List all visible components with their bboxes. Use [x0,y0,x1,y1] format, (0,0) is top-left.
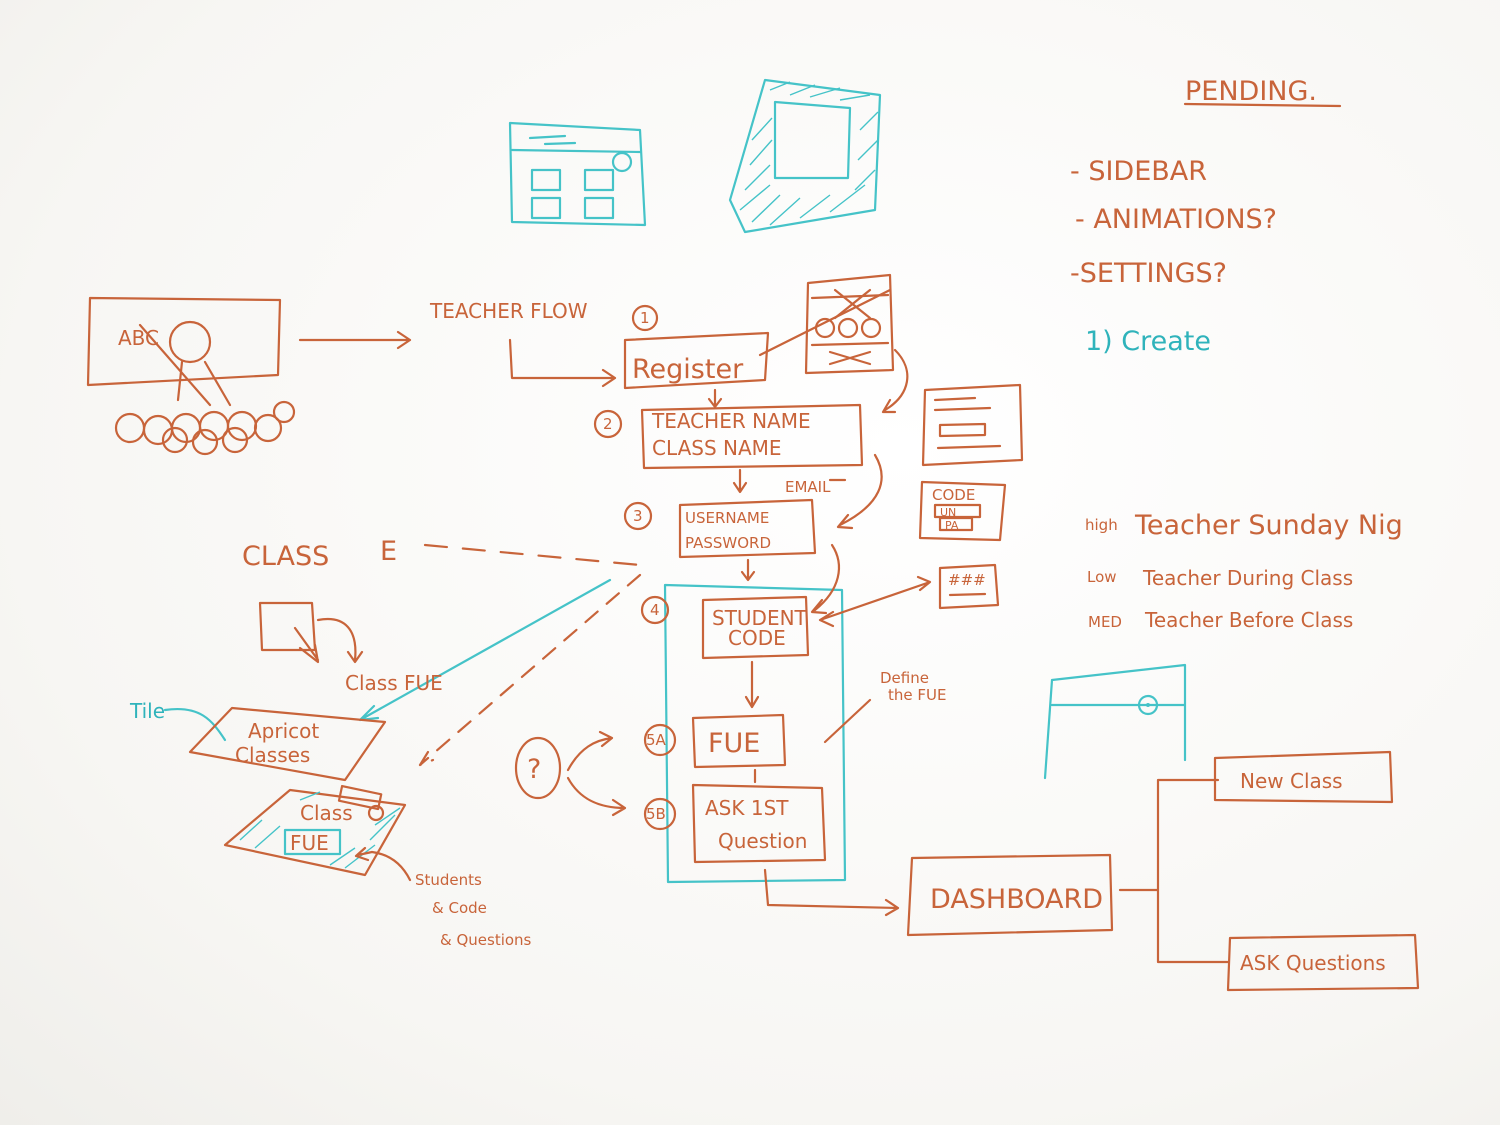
class-card-line1: Class [300,801,353,825]
apricot-tile: Tile Apricot Classes [129,699,387,782]
dashboard-node: DASHBOARD [906,778,1230,964]
step-4-line1: STUDENT [712,606,808,630]
define-note-line1: Define [880,669,929,687]
priority-0-text: Teacher Sunday Nig [1134,510,1403,541]
step-2-line1: TEACHER NAME [651,409,811,433]
classroom-sketch: ABC [86,296,412,456]
wireframe-grid-sketch [508,121,647,227]
step-4-line2: CODE [728,626,786,650]
code-pa: PA [945,519,959,532]
teal-dashboard-sketch [1043,663,1187,780]
step-5b-num: 5B [646,805,666,823]
phone-sketch [758,273,909,414]
teacher-flow-label: TEACHER FLOW [429,299,588,323]
hash-label: ### [948,571,986,589]
priority-1-level: Low [1087,568,1117,586]
step-register: 1 Register [623,304,770,409]
step-username-password: 3 EMAIL USERNAME PASSWORD [623,478,847,582]
students-note-line1: Students [415,871,482,889]
define-note-line2: the FUE [888,686,946,704]
branch-new-class: New Class [1213,750,1394,804]
branch-ask-questions-label: ASK Questions [1240,951,1386,975]
priority-2-level: MED [1088,613,1122,631]
class-card-sketch: Class FUE Students & Code & Questions [223,784,532,949]
document-sketch [836,383,1024,530]
branch-new-class-label: New Class [1240,769,1343,793]
step-1-label: Register [632,354,744,385]
step-5b-line1: ASK 1ST [705,796,789,820]
dashed-arrow-class-card [418,573,642,767]
wireframe-modal-sketch [728,78,882,234]
tile-note: Tile [129,699,165,723]
apricot-line1: Apricot [248,719,319,743]
pending-item-settings: -SETTINGS? [1070,258,1227,289]
step-5a-label: FUE [708,728,760,759]
priority-2-text: Teacher Before Class [1144,608,1353,632]
branch-ask-questions: ASK Questions [1226,933,1420,992]
priority-list: high Teacher Sunday Nig Low Teacher Duri… [1085,510,1403,632]
class-arrow-glyph: E [380,536,397,567]
hash-screen-sketch: ### [818,563,1000,628]
abc-label: ABC [118,326,159,350]
step-2-line2: CLASS NAME [652,436,782,460]
dashboard-label: DASHBOARD [930,884,1103,915]
code-screen-sketch: CODE UN PA [918,480,1007,542]
pending-title: PENDING. [1185,76,1317,107]
students-note-line2: & Code [432,899,487,917]
teal-arrow-apricot [358,578,612,722]
step-fue: 5A FUE Define the FUE [643,669,946,784]
step-teacher-class-name: 2 TEACHER NAME CLASS NAME [593,403,864,494]
step-1-num: 1 [640,309,650,327]
question-mark-branch: ? [514,730,627,817]
students-note-line3: & Questions [440,931,532,949]
priority-0-level: high [1085,516,1118,534]
class-fue-sketch: Class FUE [258,601,443,695]
question-mark: ? [527,754,541,785]
step-2-num: 2 [603,415,613,433]
pending-item-sidebar: - SIDEBAR [1070,156,1207,187]
step-5b-line2: Question [718,829,807,853]
class-card-line2: FUE [290,831,329,855]
email-note: EMAIL [785,478,831,496]
teal-step-container [663,583,847,884]
step-3-line2: PASSWORD [685,534,771,552]
apricot-line2: Classes [235,743,310,767]
pending-item-create: 1) Create [1085,326,1211,357]
step-ask-first-question: 5B ASK 1ST Question [643,783,900,917]
pending-item-animations: - ANIMATIONS? [1075,204,1277,235]
priority-1-text: Teacher During Class [1142,566,1353,590]
code-label: CODE [932,486,975,504]
step-5a-num: 5A [646,731,667,749]
step-4-num: 4 [650,601,660,619]
pending-list: PENDING. - SIDEBAR - ANIMATIONS? -SETTIN… [1070,76,1342,357]
class-label: CLASS [242,541,329,572]
step-3-num: 3 [633,507,643,525]
code-un: UN [940,506,956,519]
step-student-code: 4 STUDENT CODE [640,543,840,709]
class-fue-label: Class FUE [345,671,443,695]
step-3-line1: USERNAME [685,509,769,527]
